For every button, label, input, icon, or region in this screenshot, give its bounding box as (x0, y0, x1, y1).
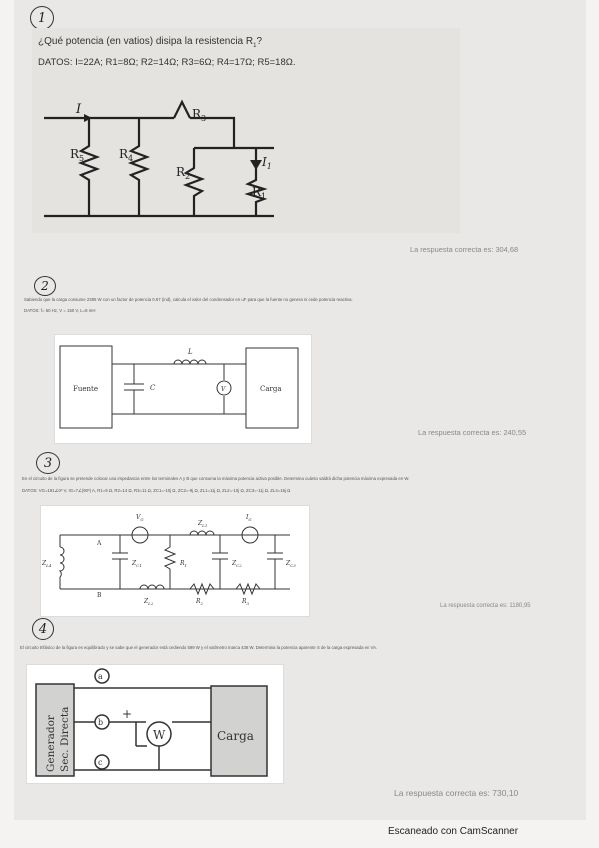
label-current-i: I (75, 102, 82, 117)
label-sec-directa: Sec. Directa (59, 707, 71, 772)
question-1-text: ¿Qué potencia (en vatios) disipa la resi… (38, 36, 263, 49)
question-2-datos: DATOS: f= 50 Hz, V = 150 V, L=8 mH (24, 308, 96, 313)
question-number-3: 3 (36, 452, 60, 474)
label-phase-b: b (98, 718, 103, 727)
label-vg: VG (136, 514, 144, 522)
label-carga: Carga (260, 385, 282, 393)
label-zl4: ZL4 (41, 560, 52, 568)
label-r1: R1 (252, 185, 266, 201)
label-i1: I1 (261, 155, 272, 171)
question-2-text: Sabiendo que la carga consume 2395 W con… (24, 297, 353, 302)
question-4-text: El circuito trifásico de la figura es eq… (20, 645, 378, 650)
label-generador: Generador (45, 714, 57, 772)
circuit-diagram-2-box (54, 334, 312, 444)
label-r1: R1 (179, 560, 187, 568)
circuit-diagram-4: a b c + W Carga Generador Sec. Directa (35, 668, 268, 777)
label-zl2: ZL2 (143, 598, 154, 606)
answer-1: La respuesta correcta es: 304,68 (410, 245, 519, 254)
question-number-2: 2 (34, 276, 56, 296)
label-r2: R2 (195, 598, 204, 606)
label-phase-a: a (98, 672, 103, 681)
answer-4: La respuesta correcta es: 730,10 (394, 788, 519, 798)
label-r2: R2 (176, 165, 190, 181)
circuit-diagram-3: VG ZL1 IG ZL4 A B ZC1 R1 ZC2 ZC3 ZL2 R2 … (41, 514, 296, 606)
label-r3: R3 (241, 598, 250, 606)
scanned-page: 1 ¿Qué potencia (en vatios) disipa la re… (14, 0, 586, 820)
question-3-text: En el circuito de la figura se pretende … (22, 476, 410, 481)
label-zc3: ZC3 (285, 560, 296, 568)
label-r3: R3 (192, 107, 206, 123)
question-3-datos: DATOS: VG=191∠0º V, IG=7∠(90º) A, R1=9 Ω… (22, 488, 291, 493)
label-fuente: Fuente (73, 385, 98, 393)
label-ig: IG (245, 514, 252, 522)
label-zc2: ZC2 (231, 560, 242, 568)
circuit-diagram-1: I R3 R5 R4 R2 I1 R1 (44, 99, 274, 218)
label-zc1: ZC1 (131, 560, 142, 568)
label-plus: + (122, 707, 132, 721)
question-1-datos: DATOS: I=22A; R1=8Ω; R2=14Ω; R3=6Ω; R4=1… (38, 57, 296, 68)
label-voltmeter: V (221, 386, 226, 393)
label-carga-4: Carga (217, 729, 254, 743)
answer-3: La respuesta correcta es: 1180,95 (440, 603, 531, 609)
question-1-block (32, 28, 460, 233)
circuit-diagram-3-box (40, 505, 310, 617)
label-wattmeter: W (153, 728, 166, 742)
label-c: C (150, 384, 156, 392)
label-terminal-b: B (97, 592, 102, 599)
scanner-watermark: Escaneado con CamScanner (388, 826, 519, 837)
question-number-4: 4 (32, 618, 54, 640)
label-r4: R4 (119, 147, 133, 163)
label-l: L (187, 348, 193, 356)
answer-2: La respuesta correcta es: 240,55 (418, 428, 527, 437)
circuit-diagram-2: Fuente C L V Carga (59, 345, 299, 429)
label-r5: R5 (70, 147, 84, 163)
label-terminal-a: A (96, 540, 102, 547)
question-number-1: 1 (30, 6, 54, 30)
label-zl1: ZL1 (197, 520, 207, 528)
label-phase-c: c (98, 758, 103, 767)
